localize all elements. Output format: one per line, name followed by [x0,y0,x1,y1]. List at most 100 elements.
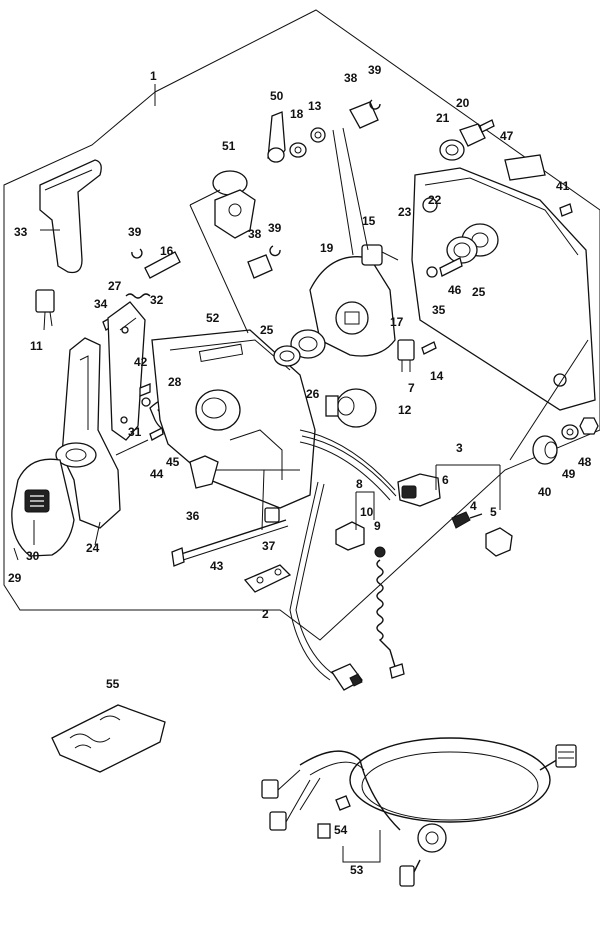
callout-label: 37 [262,539,276,553]
gear-plate[interactable] [309,256,396,357]
stop-lanyard[interactable] [374,546,405,679]
warning-buzzer[interactable] [325,388,377,428]
o-ring [446,236,478,264]
callout-label: 29 [8,571,22,585]
callout-label: 39 [268,221,282,235]
bolt [439,257,463,277]
trim-cover [459,123,486,147]
lever-handle[interactable] [39,159,102,274]
callout-label: 45 [166,455,180,469]
callout-label: 38 [344,71,358,85]
callout-label: 53 [350,863,364,877]
callout-label: 30 [26,549,40,563]
callout-label: 4 [470,499,477,513]
callout-label: 17 [390,315,404,329]
callout-label: 16 [160,244,174,258]
callout-label: 6 [442,473,449,487]
panel [504,154,546,181]
callout-label: 12 [398,403,412,417]
callout-label: 25 [472,285,486,299]
callout-label: 35 [432,303,446,317]
bolt [139,383,151,397]
callout-label: 49 [562,467,576,481]
callout-label: 28 [168,375,182,389]
callout-label: 36 [186,509,200,523]
callout-label: 15 [362,214,376,228]
callout-label: 27 [108,279,122,293]
long-bolt [171,519,289,567]
callout-label: 14 [430,369,444,383]
bushing [247,254,273,279]
shift-cam[interactable] [212,170,256,239]
wire-harness [289,429,397,691]
callout-label: 21 [436,111,450,125]
switch[interactable] [397,339,415,372]
callout-label: 8 [356,477,363,491]
neutral-arm[interactable] [107,301,146,441]
callout-label: 23 [398,205,412,219]
neutral-button[interactable] [24,489,50,513]
extension-harness[interactable] [261,737,577,887]
switch-cap [485,527,513,557]
callout-label: 13 [308,99,322,113]
main-switch[interactable] [397,473,441,507]
neutral-switch[interactable] [361,244,399,266]
screw [421,341,437,355]
callout-label: 34 [94,297,108,311]
callout-label: 33 [14,225,28,239]
callout-label: 9 [374,519,381,533]
callout-label: 5 [490,505,497,519]
washer [561,424,579,440]
cover-plate [243,564,292,593]
callout-label: 54 [334,823,348,837]
callout-label: 7 [408,381,415,395]
stop-switch[interactable] [335,521,365,551]
clip [189,455,219,489]
o-ring [273,345,301,367]
callout-label: 22 [428,193,442,207]
circlip [269,245,281,257]
bolt [479,119,495,133]
washer [141,397,151,407]
callout-label: 51 [222,139,236,153]
washer [426,266,438,278]
callout-label: 3 [456,441,463,455]
callout-numbers: 1 2 3 4 5 6 7 8 9 10 11 12 13 14 15 16 1… [8,63,592,877]
nut [579,417,599,435]
callout-label: 31 [128,425,142,439]
seal-ring [290,329,326,359]
callout-label: 52 [206,311,220,325]
callout-label: 25 [260,323,274,337]
callout-label: 55 [106,677,120,691]
friction-knob[interactable] [532,435,558,465]
callout-label: 47 [500,129,514,143]
callout-label: 43 [210,559,224,573]
callout-label: 39 [128,225,142,239]
circlip [131,248,143,259]
callout-label: 50 [270,89,284,103]
callout-label: 1 [150,69,157,83]
spring [125,293,151,299]
callout-label: 32 [150,293,164,307]
leader-lines [13,127,589,863]
parts-bag [51,704,166,773]
callout-label: 18 [290,107,304,121]
throttle-arm[interactable] [267,111,286,163]
callout-label: 19 [320,241,334,255]
callout-label: 2 [262,607,269,621]
screw [559,203,573,217]
control-lever-body[interactable] [55,337,121,529]
spacer [264,507,280,523]
callout-label: 41 [556,179,570,193]
bushing [349,101,379,129]
callout-label: 26 [306,387,320,401]
callout-label: 48 [578,455,592,469]
collar [289,142,307,158]
callout-label: 39 [368,63,382,77]
trim-switch[interactable] [35,289,55,331]
callout-label: 42 [134,355,148,369]
callout-label: 46 [448,283,462,297]
pin [144,251,181,279]
ignition-key[interactable] [451,511,483,529]
